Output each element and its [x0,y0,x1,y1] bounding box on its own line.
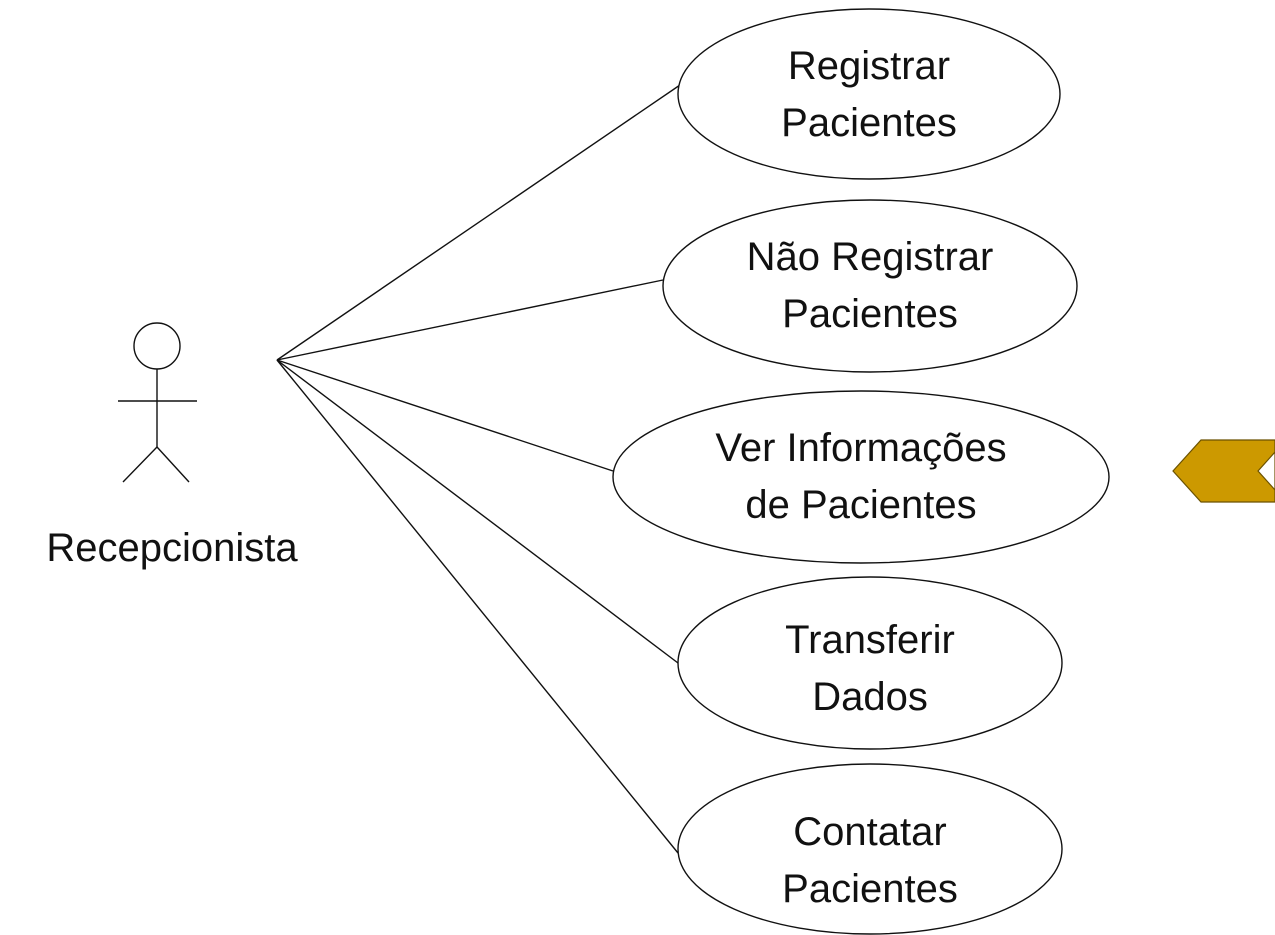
use-case-ver-informacoes[interactable]: Ver Informações de Pacientes [612,390,1110,564]
actor-left-leg [122,446,158,483]
use-case-label-line-2: Pacientes [781,101,957,145]
use-case-nao-registrar-pacientes[interactable]: Não Registrar Pacientes [662,199,1078,373]
use-case-label-line-1: Ver Informações [715,426,1006,470]
nav-tab-shape [1172,439,1275,503]
actor-head [133,322,181,370]
use-case-label-line-2: Pacientes [782,867,958,911]
use-case-ellipse [677,8,1061,180]
actor-right-leg [156,446,190,483]
use-case-registrar-pacientes[interactable]: Registrar Pacientes [677,8,1061,180]
association-line-nao-registrar [276,279,664,361]
use-case-label-line-1: Não Registrar [747,235,994,279]
use-case-ellipse [677,763,1063,935]
use-case-ellipse [677,576,1063,750]
association-line-registrar [276,84,681,361]
actor-label: Recepcionista [46,526,298,570]
use-case-label-line-1: Registrar [788,44,950,88]
use-case-label-line-1: Transferir [785,618,955,662]
use-case-transferir-dados[interactable]: Transferir Dados [677,576,1063,750]
use-case-label-line-2: Dados [812,675,928,719]
association-line-transferir [276,359,679,664]
use-case-label-line-2: de Pacientes [745,483,976,527]
use-case-ellipse [662,199,1078,373]
association-line-ver-informacoes [276,359,614,472]
use-case-label-line-1: Contatar [793,810,946,854]
association-line-contatar [276,359,679,854]
use-case-contatar-pacientes[interactable]: Contatar Pacientes [677,763,1063,935]
associations [276,84,681,854]
use-case-label-line-2: Pacientes [782,292,958,336]
actor-recepcionista: Recepcionista [46,322,298,570]
use-case-ellipse [612,390,1110,564]
back-chevron-tab-icon[interactable] [1172,439,1275,503]
